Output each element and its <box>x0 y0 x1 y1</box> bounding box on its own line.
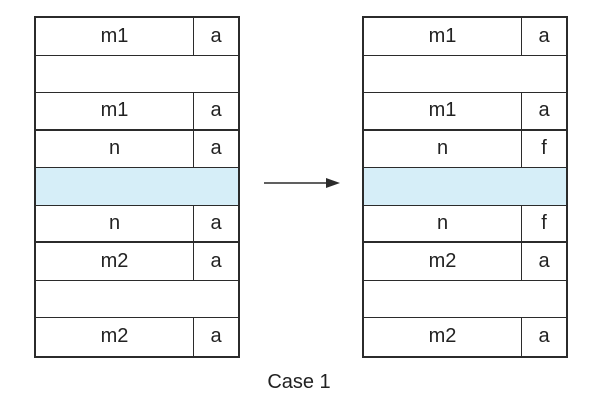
before-memory-table: m1 a m1 a n a n a m2 a m2 a <box>34 16 240 358</box>
block-tag: a <box>193 205 238 241</box>
block-tag: a <box>521 93 566 129</box>
table-row: n a <box>36 205 238 243</box>
table-row <box>36 281 238 318</box>
highlighted-row <box>36 168 238 206</box>
block-tag: a <box>521 18 566 55</box>
block-label: m1 <box>100 99 129 122</box>
block-label: n <box>108 137 121 160</box>
table-row: n f <box>364 205 566 243</box>
block-tag: a <box>193 243 238 280</box>
block-tag <box>522 168 566 205</box>
table-row: n f <box>364 130 566 168</box>
table-row: m2 a <box>36 318 238 356</box>
block-label: m1 <box>428 24 457 47</box>
block-tag <box>194 168 238 205</box>
block-label: n <box>436 211 449 234</box>
right-arrow-icon <box>264 178 340 188</box>
block-tag: a <box>193 93 238 129</box>
block-label <box>36 168 194 205</box>
table-row <box>364 56 566 93</box>
table-row: m2 a <box>364 318 566 356</box>
table-row: n a <box>36 130 238 168</box>
block-label <box>36 56 194 93</box>
table-row <box>36 56 238 93</box>
table-row <box>364 281 566 318</box>
block-label: m2 <box>100 325 129 348</box>
block-label <box>364 168 522 205</box>
block-tag: a <box>521 243 566 280</box>
block-label: m2 <box>100 249 129 272</box>
block-tag: a <box>521 318 566 356</box>
block-label: m1 <box>428 99 457 122</box>
block-tag: f <box>521 205 566 241</box>
block-label: n <box>108 211 121 234</box>
table-row: m1 a <box>36 93 238 131</box>
block-tag: f <box>521 130 566 167</box>
block-tag: a <box>193 318 238 356</box>
after-memory-table: m1 a m1 a n f n f m2 a m2 a <box>362 16 568 358</box>
block-label: m2 <box>428 249 457 272</box>
block-tag <box>194 56 238 93</box>
block-label <box>364 281 522 318</box>
figure-caption: Case 1 <box>267 371 331 393</box>
table-row: m2 a <box>364 243 566 281</box>
block-tag <box>522 281 566 318</box>
block-label <box>364 56 522 93</box>
block-tag: a <box>193 18 238 55</box>
block-label: n <box>436 137 449 160</box>
table-row: m1 a <box>36 18 238 56</box>
block-tag <box>522 56 566 93</box>
block-label: m1 <box>100 24 129 47</box>
block-label <box>36 281 194 318</box>
highlighted-row <box>364 168 566 206</box>
table-row: m2 a <box>36 243 238 281</box>
table-row: m1 a <box>364 18 566 56</box>
block-tag <box>194 281 238 318</box>
block-label: m2 <box>428 325 457 348</box>
block-tag: a <box>193 130 238 167</box>
table-row: m1 a <box>364 93 566 131</box>
